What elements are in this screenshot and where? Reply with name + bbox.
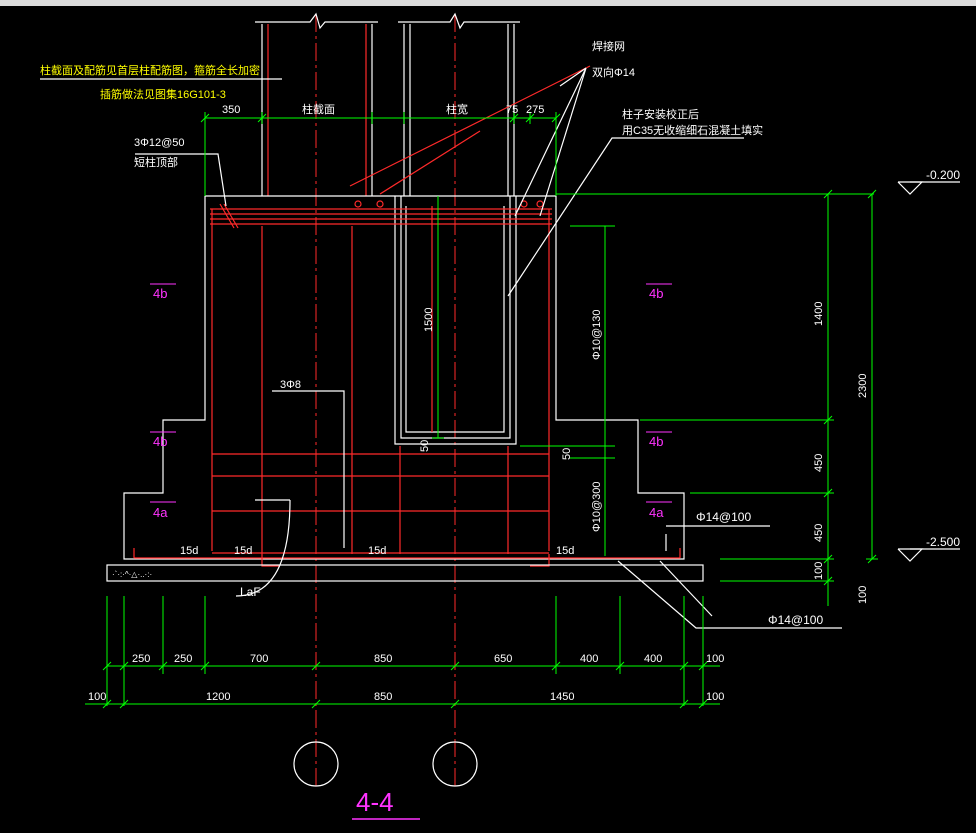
- level-marker-bottom: -2.500: [897, 535, 960, 562]
- label-column-section: 柱截面: [302, 102, 335, 116]
- svg-text:·`·:·^·△·..·:·: ·`·:·^·△·..·:·: [112, 570, 152, 579]
- dim-row1-2: 250: [174, 653, 192, 665]
- window-top-strip: [0, 0, 976, 6]
- dim-rebar-v2: Φ10@300: [591, 481, 603, 532]
- dim-row1-end: 100: [706, 653, 724, 665]
- dim-anchor-2: 15d: [234, 545, 252, 557]
- dim-right-450-a: 450: [813, 454, 825, 472]
- dim-row2-end: 100: [706, 691, 724, 703]
- footing-outline: [123, 195, 685, 560]
- dim-right-100-b: 100: [857, 586, 869, 604]
- dim-top-75: 75: [506, 104, 518, 116]
- precast-column-right: [398, 12, 520, 196]
- dim-row2-2: 850: [374, 691, 392, 703]
- concrete-bedding: [106, 564, 704, 582]
- label-column-width: 柱宽: [446, 102, 468, 116]
- dim-bar-horizontal: Φ14@100: [696, 510, 751, 524]
- note-stirrup: 3Φ8: [280, 379, 301, 391]
- note-dowel-detail: 插筋做法见图集16G101-3: [100, 87, 226, 101]
- drawing-canvas[interactable]: ·`·:·^·△·..·:·: [0, 6, 976, 833]
- dim-anchor-3: 15d: [368, 545, 386, 557]
- note-top-bars: 3Φ12@50: [134, 137, 185, 149]
- dim-row1-1: 250: [132, 653, 150, 665]
- dim-top-275: 275: [526, 104, 544, 116]
- dim-row1-6: 400: [580, 653, 598, 665]
- dim-right-100: 100: [813, 562, 825, 580]
- dim-row2-1: 1200: [206, 691, 230, 703]
- top-mesh-bars: [210, 200, 552, 229]
- leader-lines: [40, 67, 842, 629]
- precast-column-left: [255, 12, 378, 196]
- label-laf: LaF: [240, 585, 261, 599]
- dim-right-50: 50: [561, 448, 573, 460]
- level-bottom-text: -2.500: [926, 535, 960, 549]
- level-marker-top: -0.200: [897, 168, 960, 195]
- note-weld-mesh-bars: 双向Φ14: [592, 65, 635, 79]
- dim-right-1400: 1400: [813, 302, 825, 326]
- section-mark-left-4a: 4a: [153, 505, 168, 520]
- note-column-reinforcement: 柱截面及配筋见首层柱配筋图，箍筋全长加密: [40, 63, 260, 77]
- dim-rebar-v1: Φ10@130: [591, 309, 603, 360]
- dim-cup-bottom-50: 50: [419, 440, 431, 452]
- note-weld-mesh: 焊接网: [592, 39, 625, 53]
- reinforcement-cage: [133, 65, 681, 567]
- dimension-lines: [85, 112, 878, 709]
- dim-top-350: 350: [222, 104, 240, 116]
- dim-right-450-b: 450: [813, 524, 825, 542]
- section-mark-right-4a: 4a: [649, 505, 664, 520]
- dim-row1-3: 700: [250, 653, 268, 665]
- note-grout-fill: 用C35无收缩细石混凝土填实: [622, 123, 763, 137]
- section-mark-right-4b-mid: 4b: [649, 434, 663, 449]
- section-title: 4-4: [352, 787, 420, 820]
- dim-row1-5: 650: [494, 653, 512, 665]
- dim-bar-bottom: Φ14@100: [768, 613, 823, 627]
- bedding-hatch: ·`·:·^·△·..·:·: [112, 570, 152, 579]
- note-top-bars-location: 短柱顶部: [134, 155, 178, 169]
- dim-anchor-1: 15d: [180, 545, 198, 557]
- dim-row1-7: 400: [644, 653, 662, 665]
- dim-cup-depth: 1500: [423, 308, 435, 332]
- section-mark-left-4b-mid: 4b: [153, 434, 167, 449]
- note-column-install: 柱子安装校正后: [622, 107, 699, 121]
- dim-row2-3: 1450: [550, 691, 574, 703]
- level-top-text: -0.200: [926, 168, 960, 182]
- grid-bubble-left[interactable]: [293, 741, 339, 787]
- section-marks: 4b 4b 4a 4b 4b 4a: [150, 283, 672, 520]
- dim-row1-4: 850: [374, 653, 392, 665]
- grid-bubble-right[interactable]: [432, 741, 478, 787]
- section-title-text: 4-4: [356, 787, 394, 817]
- dim-right-2300: 2300: [857, 374, 869, 398]
- section-mark-left-4b-top: 4b: [153, 286, 167, 301]
- section-mark-right-4b-top: 4b: [649, 286, 663, 301]
- cup-socket: [394, 196, 517, 445]
- dim-anchor-4: 15d: [556, 545, 574, 557]
- dim-row2-start: 100: [88, 691, 106, 703]
